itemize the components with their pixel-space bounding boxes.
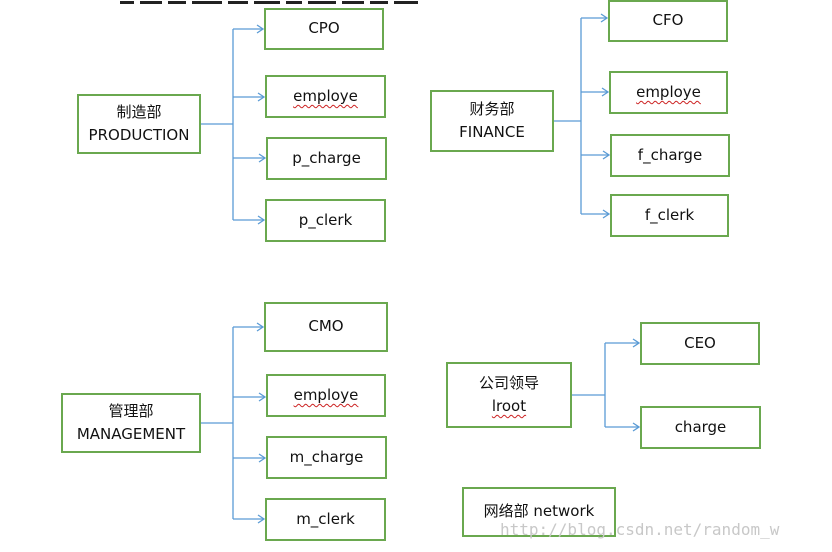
connector-production-arrowhead	[258, 153, 267, 163]
connector-production-arrowhead	[257, 215, 266, 225]
connector-management-arrowhead	[257, 514, 266, 524]
parent-code: FINANCE	[459, 123, 525, 141]
parent-code: MANAGEMENT	[76, 425, 186, 443]
connector-finance-arrowhead	[602, 150, 611, 160]
standalone-label: 网络部 network	[483, 502, 595, 521]
parent-box-leadership: 公司领导 lroot	[446, 362, 572, 428]
child-box-f-clerk: f_clerk	[610, 194, 729, 237]
parent-name: 管理部	[108, 401, 154, 420]
connector-production-arrowhead	[256, 24, 265, 34]
connector-management-arrowhead	[256, 322, 265, 332]
child-box-p-clerk: p_clerk	[265, 199, 386, 242]
child-label: CMO	[308, 317, 344, 336]
child-label: p_clerk	[298, 210, 353, 229]
child-label: CPO	[308, 19, 340, 38]
parent-box-management: 管理部 MANAGEMENT	[61, 393, 201, 453]
parent-code: lroot	[491, 397, 527, 415]
parent-code: PRODUCTION	[88, 126, 190, 144]
parent-name: 制造部	[116, 102, 162, 121]
parent-box-production: 制造部 PRODUCTION	[77, 94, 201, 154]
connector-management-arrowhead	[258, 392, 267, 402]
parent-name: 公司领导	[478, 373, 539, 392]
child-label: f_charge	[637, 145, 703, 164]
cropped-title-fragment	[120, 0, 520, 4]
standalone-box-network: 网络部 network	[462, 487, 616, 537]
child-box-cmo: CMO	[264, 302, 388, 352]
child-label: m_clerk	[296, 509, 355, 528]
child-label: employe	[293, 385, 359, 404]
connector-management-arrowhead	[258, 453, 267, 463]
connector-leadership-arrowhead	[632, 422, 641, 432]
connector-finance-arrowhead	[601, 87, 610, 97]
parent-box-finance: 财务部 FINANCE	[430, 90, 554, 152]
connector-leadership-arrowhead	[632, 338, 641, 348]
child-label: employe	[636, 82, 701, 101]
child-box-ceo: CEO	[640, 322, 760, 365]
child-box-cfo: CFO	[608, 0, 728, 42]
child-box-m-charge: m_charge	[266, 436, 387, 479]
child-label: f_clerk	[644, 205, 695, 224]
child-box-employe: employe	[265, 75, 386, 118]
watermark-text: http://blog.csdn.net/random_w	[500, 520, 780, 539]
connector-production-arrowhead	[257, 92, 266, 102]
child-box-p-charge: p_charge	[266, 137, 387, 180]
child-label: p_charge	[292, 148, 361, 167]
child-label: charge	[674, 417, 727, 436]
child-label: CEO	[684, 333, 716, 352]
child-box-m-clerk: m_clerk	[265, 498, 386, 541]
child-box-employe: employe	[266, 374, 386, 417]
child-box-cpo: CPO	[264, 8, 384, 50]
child-label: m_charge	[289, 447, 364, 466]
child-label: employe	[293, 86, 358, 105]
child-box-f-charge: f_charge	[610, 134, 730, 177]
child-box-employe: employe	[609, 71, 728, 114]
child-label: CFO	[652, 11, 684, 30]
child-box-charge: charge	[640, 406, 761, 449]
connector-finance-arrowhead	[600, 13, 609, 23]
connector-finance-arrowhead	[602, 209, 611, 219]
parent-name: 财务部	[469, 99, 515, 118]
